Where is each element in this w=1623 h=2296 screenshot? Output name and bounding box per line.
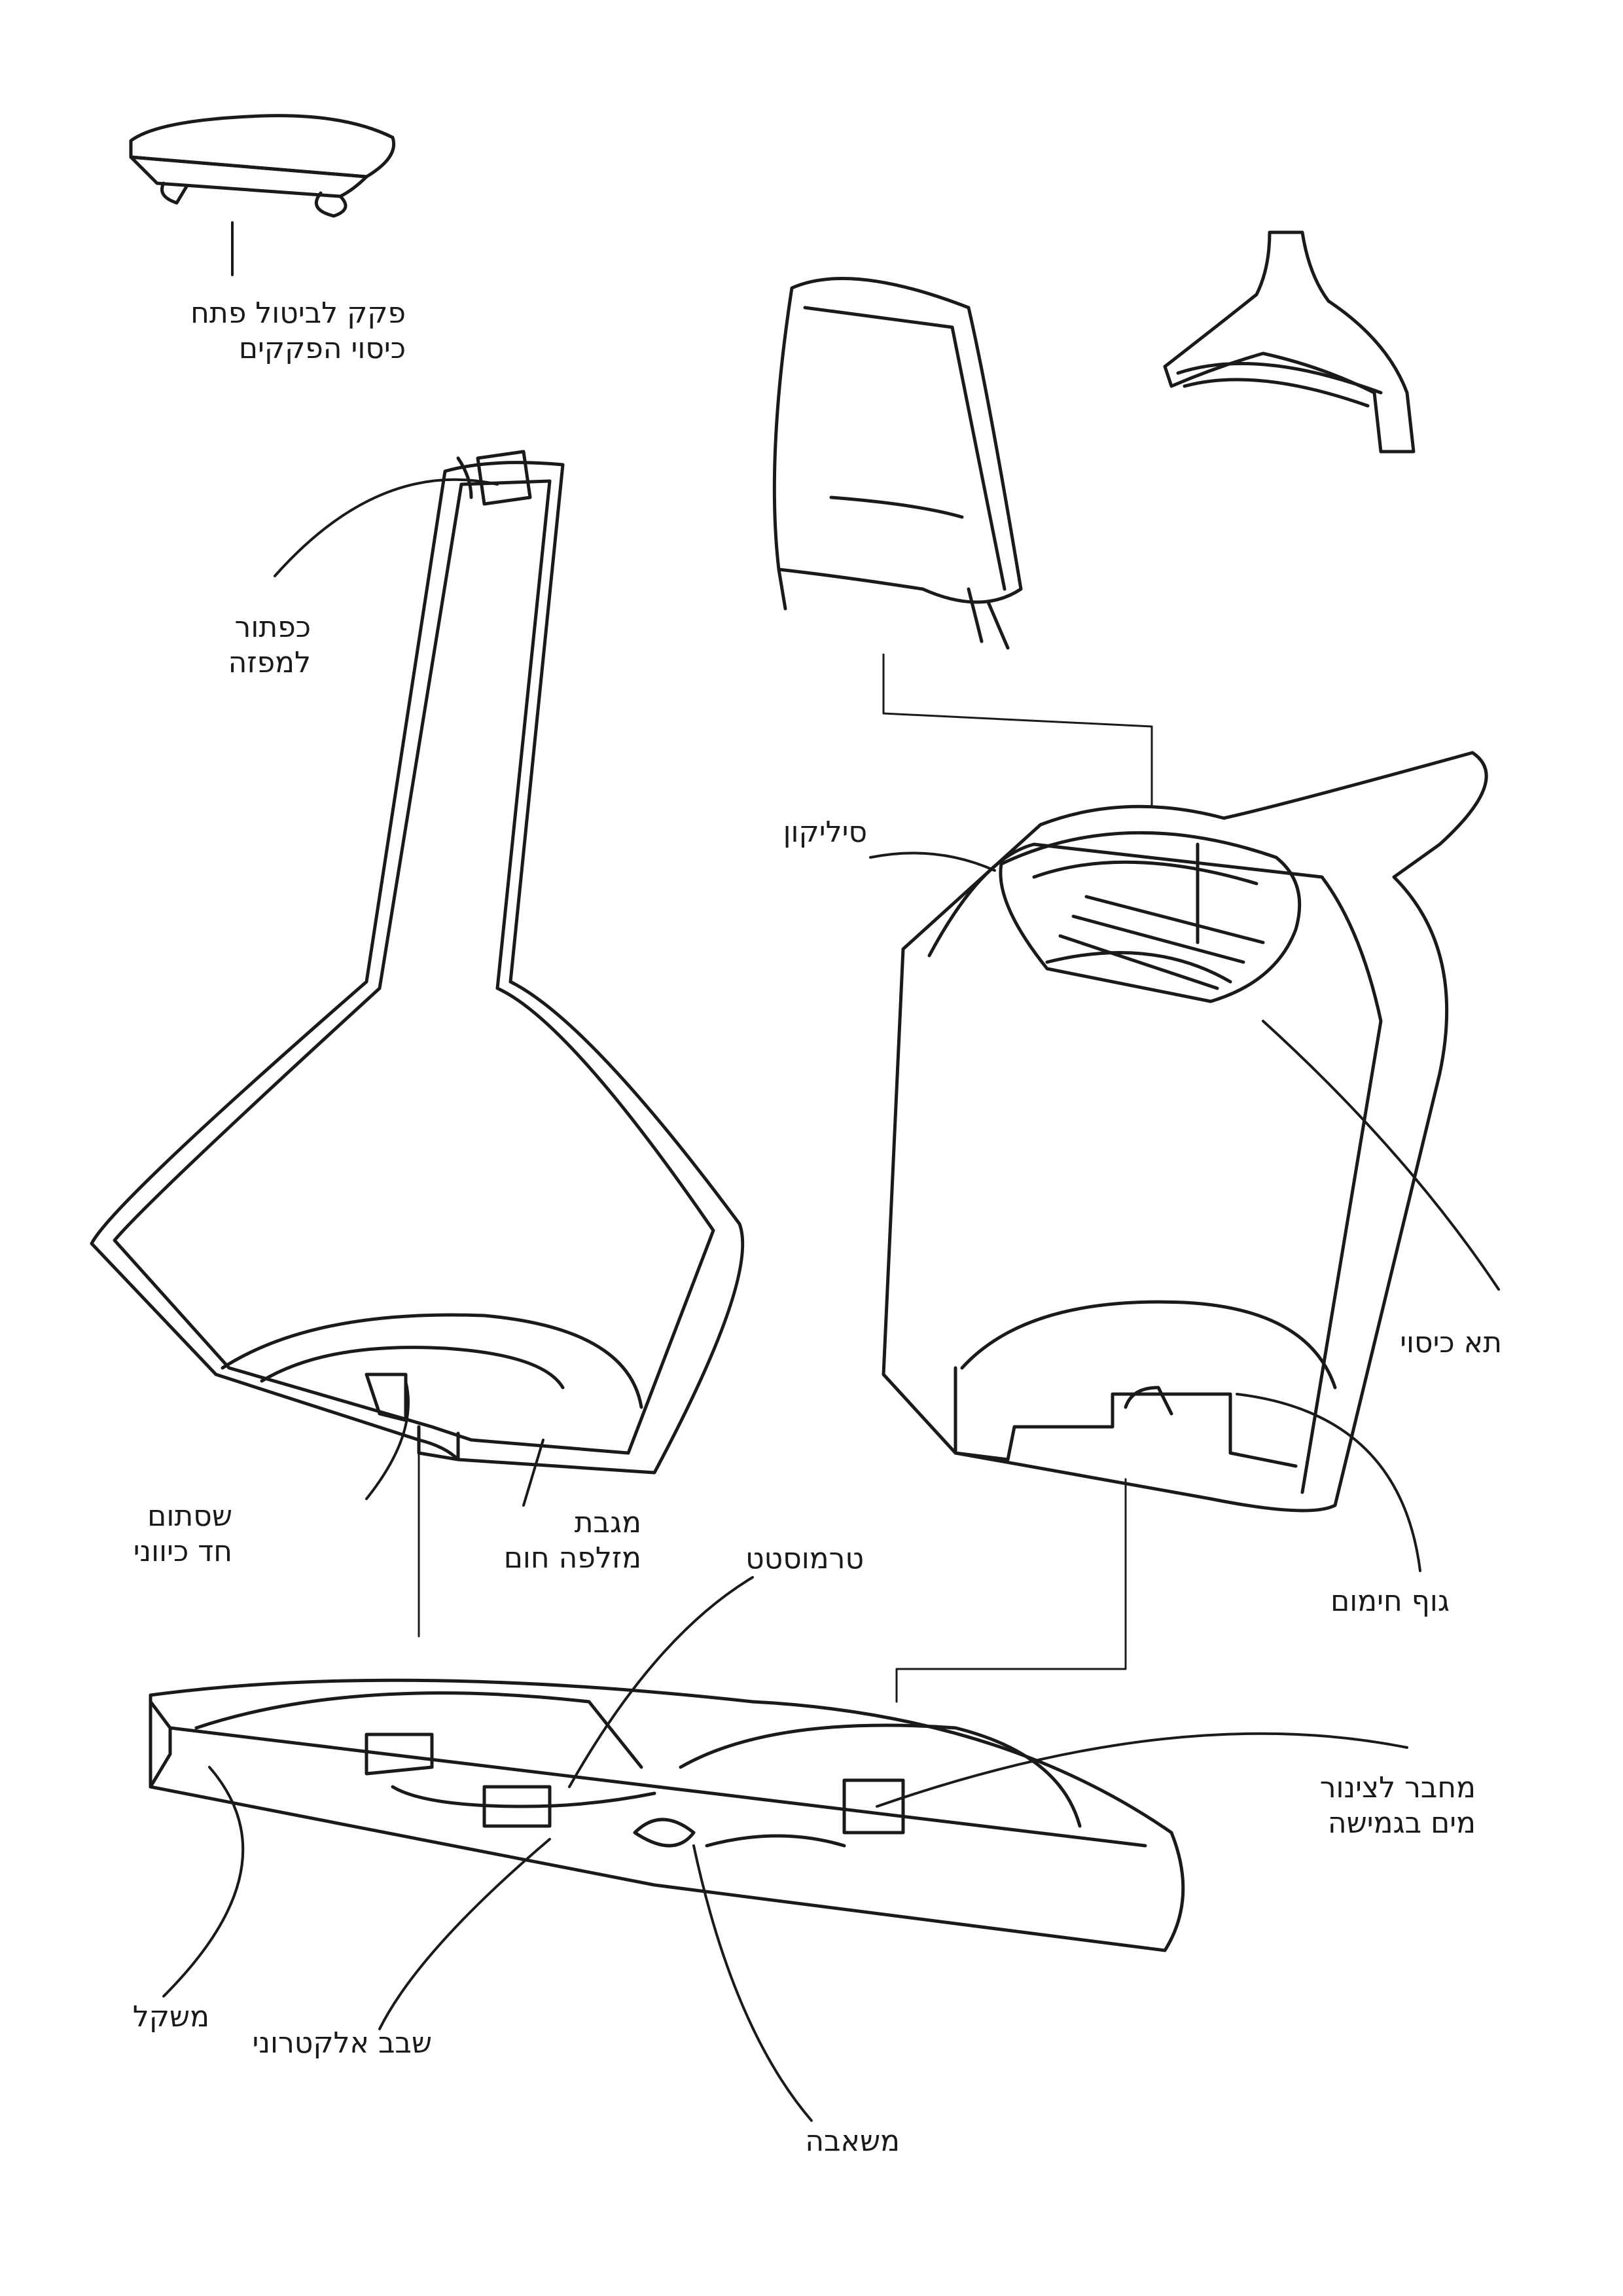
label-electronic-board: שבב אלקטרוני [253, 2026, 432, 2061]
label-silicone: סיליקון [783, 815, 867, 850]
label-line: מים בגמישה [1327, 1806, 1476, 1840]
label-seal-tip: שסתום חד כיווני [134, 1499, 232, 1570]
label-line: כפתור [234, 611, 312, 644]
cap-part [129, 114, 396, 218]
label-pump: משאבה [805, 2124, 900, 2159]
label-cover-hole: תא כיסוי [1400, 1325, 1502, 1361]
label-pump-connector: כפתור למפזה [228, 610, 311, 681]
label-line: חד כיווני [133, 1535, 232, 1568]
label-line: שבב אלקטרוני [252, 2026, 432, 2060]
label-line: גוף חימום [1330, 1585, 1450, 1618]
label-line: שסתום [147, 1499, 232, 1533]
label-line: סיליקון [783, 816, 867, 849]
sleeve-part [772, 276, 1023, 650]
label-thermostat: טרמוסטט [745, 1541, 864, 1577]
label-cap: פקק לביטול פתח כיסוי הפקקים [190, 296, 406, 367]
base-unit-part [149, 1678, 1185, 1952]
leader-lines [162, 221, 1500, 2122]
label-line: משאבה [805, 2125, 900, 2158]
label-line: כיסוי הפקקים [238, 332, 406, 365]
label-line: תא כיסוי [1400, 1326, 1502, 1359]
nipple-part [1163, 230, 1416, 454]
label-water-connector: מחבר לצינור מים בגמישה [1320, 1770, 1476, 1841]
label-line: פקק לביטול פתח [190, 296, 406, 330]
label-weight: משקל [133, 2000, 209, 2035]
valve-bottle-part [90, 450, 745, 1475]
heater-bottle-part [882, 751, 1488, 1513]
label-line: מזלפה חום [503, 1541, 641, 1575]
label-line: טרמוסטט [745, 1542, 864, 1575]
label-line: משקל [132, 2000, 209, 2034]
label-heating-body: גוף חימום [1330, 1584, 1450, 1619]
connection-lines [418, 653, 1153, 1703]
label-line: למפזה [228, 646, 311, 679]
label-line: מחבר לצינור [1319, 1771, 1476, 1804]
label-line: מגבת [574, 1506, 641, 1539]
label-tray: מגבת מזלפה חום [504, 1505, 641, 1576]
